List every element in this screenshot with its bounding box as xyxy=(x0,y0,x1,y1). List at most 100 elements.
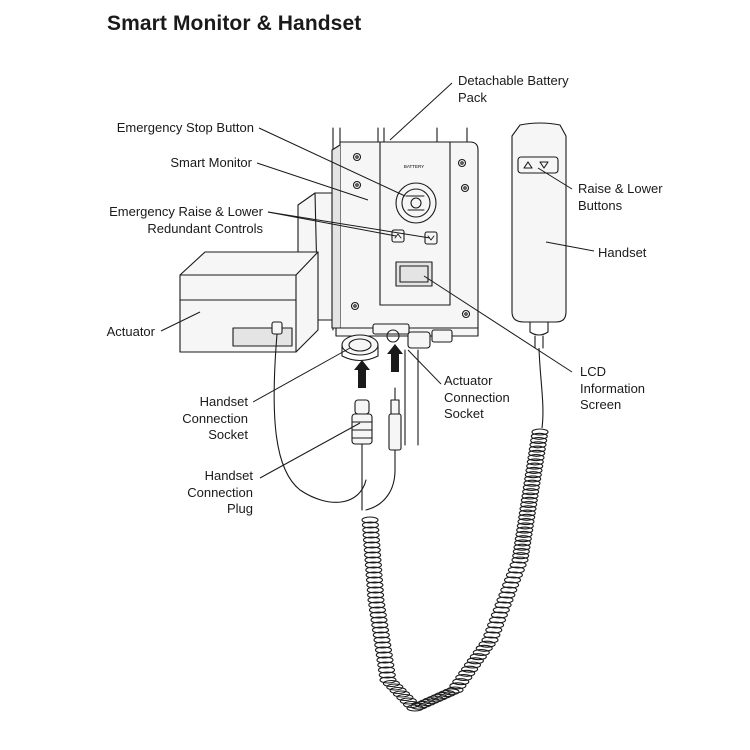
coil-loop xyxy=(502,581,520,589)
coil-loop xyxy=(485,626,503,634)
coil-loop xyxy=(513,543,531,551)
coil-loop xyxy=(373,636,391,644)
coil-loop xyxy=(379,676,397,684)
label-lcd-information-screen: LCD Information Screen xyxy=(580,364,646,412)
coil-loop xyxy=(523,479,541,487)
coil-loop xyxy=(371,621,389,629)
coil-loop xyxy=(512,552,530,560)
coil-loop xyxy=(449,682,467,690)
coil-loop xyxy=(524,475,542,483)
coil-loop xyxy=(389,686,407,695)
coil-loop xyxy=(498,591,516,599)
coil-loop xyxy=(368,601,386,609)
coil-loop xyxy=(362,531,380,539)
coil-loop xyxy=(382,679,400,688)
coil-loop xyxy=(364,561,382,569)
coil-loop xyxy=(472,648,490,657)
coil-loop xyxy=(363,546,381,554)
coil-loop xyxy=(374,641,392,649)
coil-loop xyxy=(362,536,381,544)
coil-loop xyxy=(530,432,548,440)
coil-loop xyxy=(392,690,411,698)
label-handset-connection-plug: Handset Connection Plug xyxy=(187,468,253,516)
coil-loop xyxy=(512,547,530,556)
coil-loop xyxy=(455,673,473,682)
coil-loop xyxy=(496,596,514,604)
coil-loop xyxy=(371,626,390,634)
coil-loop xyxy=(364,551,382,559)
coil-loop xyxy=(361,516,379,524)
label-detachable-battery-pack: Detachable Battery Pack xyxy=(458,73,569,105)
coil-loop xyxy=(530,436,548,445)
coil-loop xyxy=(367,596,385,604)
battery-text: BATTERY xyxy=(404,164,424,169)
coil-loop xyxy=(503,576,522,584)
connector-block xyxy=(335,323,479,362)
coil-loop xyxy=(531,428,549,436)
label-handset-connection-socket: Handset Connection Socket xyxy=(182,394,248,442)
coil-loop xyxy=(509,561,527,569)
coil-loop xyxy=(528,449,546,457)
coil-loop xyxy=(466,657,484,665)
coil-loop xyxy=(526,458,544,466)
coil-loop xyxy=(365,576,384,584)
coil-loop xyxy=(378,671,396,679)
coiled-cord xyxy=(361,347,549,712)
coil-loop xyxy=(524,471,542,479)
coil-loop xyxy=(361,521,379,529)
redundant-controls xyxy=(391,229,438,245)
coil-loop xyxy=(481,636,499,644)
coil-loop xyxy=(522,488,540,496)
coil-loop xyxy=(365,571,383,579)
coil-loop xyxy=(517,518,535,526)
coil-loop xyxy=(366,581,384,589)
coil-loop xyxy=(461,665,479,673)
coil-loop xyxy=(505,571,523,579)
label-actuator: Actuator xyxy=(106,324,155,339)
coil-loop xyxy=(386,683,404,691)
coil-loop xyxy=(490,611,508,619)
coil-loop xyxy=(367,591,385,599)
coil-loop xyxy=(516,522,534,530)
coil-loop xyxy=(487,621,505,629)
coil-loop xyxy=(403,700,421,709)
smart-monitor-body xyxy=(331,141,479,329)
coil-loop xyxy=(374,646,393,654)
handset-plug xyxy=(351,399,373,511)
coil-loop xyxy=(377,666,396,674)
coil-loop xyxy=(469,653,487,661)
coil-loop xyxy=(463,661,482,669)
coil-loop xyxy=(522,483,540,492)
coil-loop xyxy=(375,651,393,659)
coil-loop xyxy=(515,530,533,538)
coil-loop xyxy=(526,462,544,470)
coil-loop xyxy=(363,541,381,549)
actuator xyxy=(179,251,319,353)
label-actuator-connection-socket: Actuator Connection Socket xyxy=(444,373,510,421)
coil-loop xyxy=(396,693,414,702)
coil-loop xyxy=(520,496,538,504)
coil-loop xyxy=(488,616,507,624)
coil-loop xyxy=(365,566,383,574)
coil-loop xyxy=(518,509,536,517)
coil-loop xyxy=(507,566,525,574)
coil-loop xyxy=(362,526,380,534)
coil-loop xyxy=(364,556,382,564)
coil-loop xyxy=(369,611,387,619)
coil-loop xyxy=(520,500,538,509)
label-handset: Handset xyxy=(598,245,647,260)
coil-loop xyxy=(376,656,394,664)
coil-loop xyxy=(366,586,384,594)
insert-arrows xyxy=(354,344,403,388)
coil-loop xyxy=(475,644,493,652)
handset-straight-cord xyxy=(538,347,544,429)
coil-loop xyxy=(511,556,529,564)
coil-loop xyxy=(529,441,547,449)
page-title: Smart Monitor & Handset xyxy=(107,12,362,35)
coil-loop xyxy=(527,454,545,462)
coil-loop xyxy=(452,678,470,686)
actuator-cable xyxy=(273,333,367,503)
coil-loop xyxy=(492,606,510,614)
